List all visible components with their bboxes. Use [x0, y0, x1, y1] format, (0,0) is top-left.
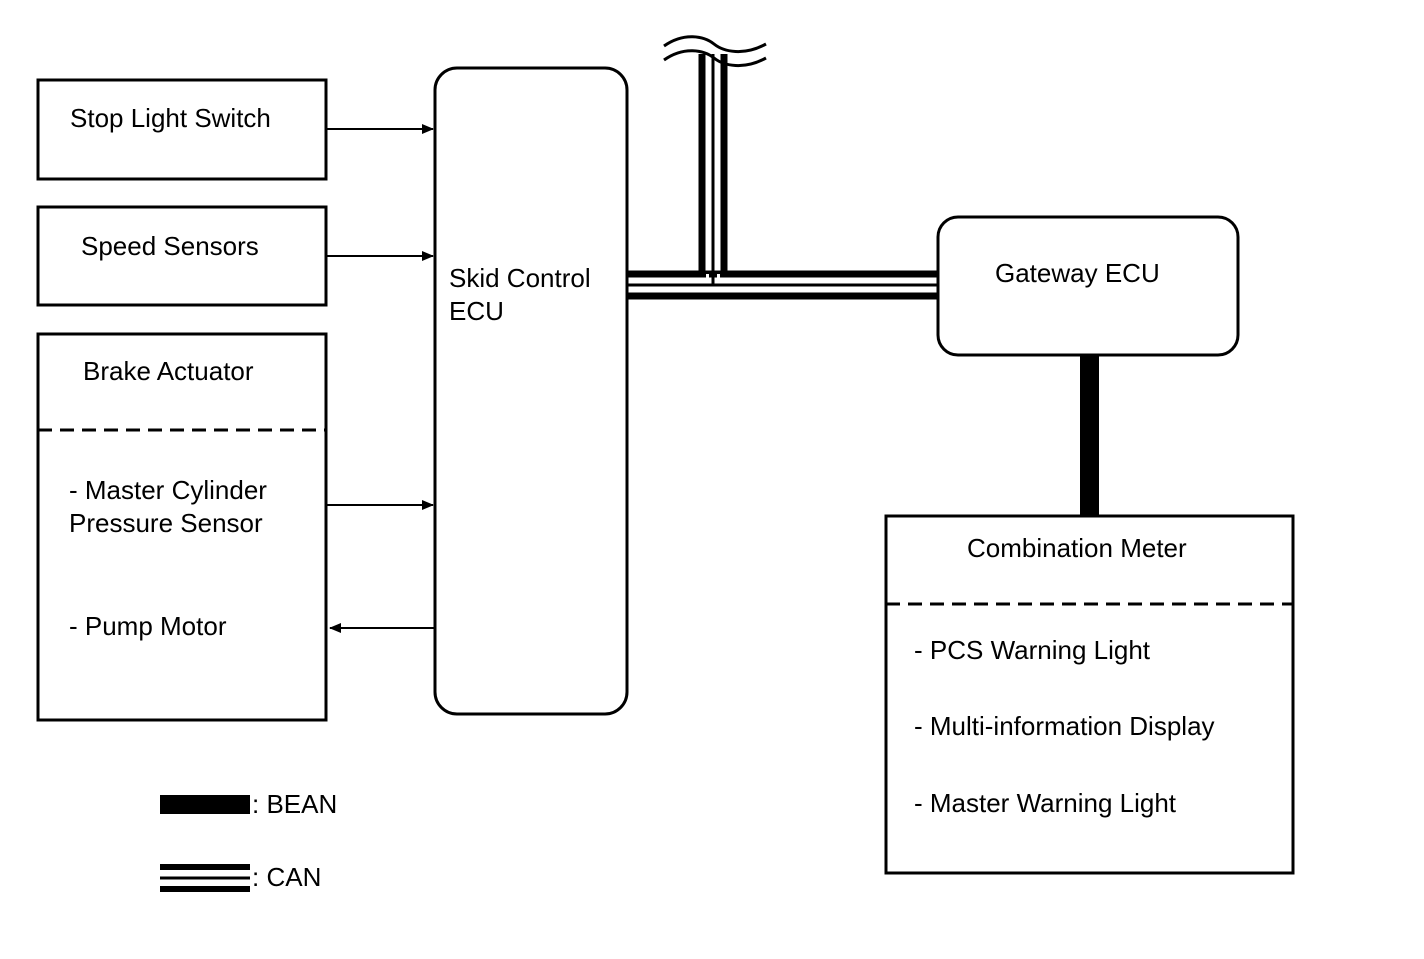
master-warning-light-item: - Master Warning Light — [914, 788, 1177, 818]
gateway-ecu-block: Gateway ECU — [936, 215, 1240, 357]
line-break-symbol — [663, 35, 767, 67]
legend-bean-label: : BEAN — [252, 789, 337, 819]
can-bus-horizontal — [627, 270, 938, 300]
legend: : BEAN : CAN — [160, 789, 337, 892]
legend-can-swatch — [160, 864, 250, 892]
skid-control-ecu-label-line2: ECU — [449, 296, 504, 326]
speed-sensors-label: Speed Sensors — [81, 231, 259, 261]
gateway-ecu-label: Gateway ECU — [995, 258, 1160, 288]
stop-light-switch-block: Stop Light Switch — [36, 78, 328, 181]
legend-bean-swatch — [160, 795, 250, 814]
brake-actuator-title: Brake Actuator — [83, 356, 254, 386]
brake-actuator-block: Brake Actuator - Master Cylinder Pressur… — [36, 332, 328, 722]
bean-bus-vertical — [1080, 355, 1099, 516]
pcs-warning-light-item: - PCS Warning Light — [914, 635, 1151, 665]
master-cylinder-item-line1: - Master Cylinder — [69, 475, 267, 505]
skid-control-ecu-label-line1: Skid Control — [449, 263, 591, 293]
combination-meter-block: Combination Meter - PCS Warning Light - … — [884, 514, 1295, 875]
multi-information-display-item: - Multi-information Display — [914, 711, 1215, 741]
pump-motor-item: - Pump Motor — [69, 611, 227, 641]
skid-control-ecu-block: Skid Control ECU — [433, 66, 629, 716]
legend-can-label: : CAN — [252, 862, 321, 892]
stop-light-switch-label: Stop Light Switch — [70, 103, 271, 133]
speed-sensors-block: Speed Sensors — [36, 205, 328, 307]
master-cylinder-item-line2: Pressure Sensor — [69, 508, 263, 538]
can-bus-vertical-branch — [698, 54, 728, 285]
combination-meter-title: Combination Meter — [967, 533, 1187, 563]
